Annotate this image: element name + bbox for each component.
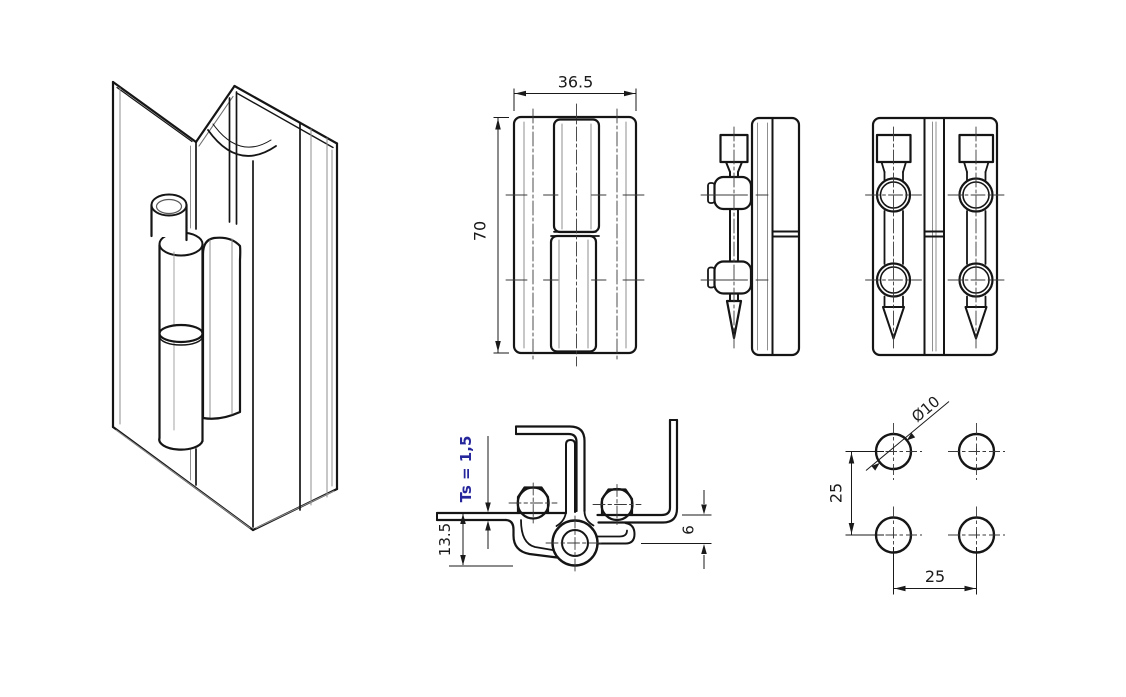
dim-flange-offset xyxy=(641,490,712,569)
dim-flange-offset-label: 6 xyxy=(680,525,698,535)
front-outline xyxy=(512,115,638,355)
side-stud-collar-1 xyxy=(713,175,753,211)
iso-barrel-band xyxy=(158,323,204,344)
dim-hole-pitch-horizontal-label: 25 xyxy=(925,567,945,586)
front-view xyxy=(505,103,645,367)
dim-knuckle-drop-label: 13.5 xyxy=(436,523,454,556)
section-bent-sheet xyxy=(514,425,586,513)
dim-hole-pitch-vertical xyxy=(845,451,884,536)
dim-front-width-label: 36.5 xyxy=(558,73,594,92)
front-knuckle-lower xyxy=(549,234,598,353)
dim-hole-diameter xyxy=(865,401,950,471)
dim-front-width xyxy=(513,88,637,111)
dim-sheet-thickness xyxy=(485,436,491,549)
back-outline xyxy=(871,116,999,357)
dim-hole-pitch-horizontal xyxy=(893,547,977,595)
side-stud-collar-2 xyxy=(713,260,753,295)
section-right-leaf xyxy=(597,418,679,524)
back-view xyxy=(865,116,1005,357)
section-view xyxy=(435,418,679,575)
side-view xyxy=(700,116,801,357)
dim-knuckle-drop xyxy=(449,513,513,567)
dim-sheet-thickness-label: Ts = 1,5 xyxy=(457,436,475,503)
dim-front-height-label: 70 xyxy=(471,221,490,241)
dim-hole-pitch-vertical-label: 25 xyxy=(827,483,846,503)
dim-front-height xyxy=(493,117,509,354)
hole-pattern-view xyxy=(865,423,1005,564)
isometric-view xyxy=(111,80,339,532)
iso-knuckle-tab xyxy=(201,236,242,420)
section-upright-strip xyxy=(565,439,576,513)
